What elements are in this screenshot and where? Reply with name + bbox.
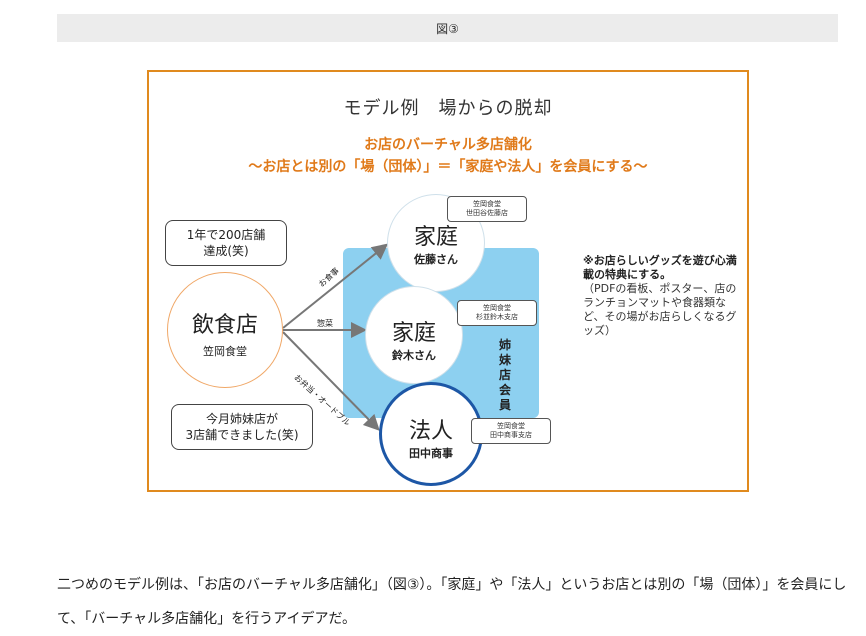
- node-corp-tanaka: 法人 田中商事: [379, 382, 483, 486]
- arrows: [282, 243, 389, 431]
- bonus-note: ※お店らしいグッズを遊び心満載の特典にする。 （PDFの看板、ポスター、店のラン…: [583, 254, 747, 338]
- bubble-top-line-2: 達成(笑): [203, 244, 249, 258]
- arrow-label-sozai: 惣菜: [317, 319, 333, 328]
- figure-subtitle-2: 〜お店とは別の「場（団体）」＝「家庭や法人」を会員にする〜: [248, 159, 648, 175]
- node-corp-tanaka-name: 法人: [408, 419, 453, 444]
- caption-text: 図③: [436, 22, 459, 36]
- node-home-sato-sub: 佐藤さん: [414, 253, 458, 266]
- restaurant-circle: 飲食店 笠岡食堂: [167, 272, 283, 388]
- body-paragraph: 二つめのモデル例は、「お店のバーチャル多店舗化」（図③）。「家庭」や「法人」とい…: [57, 577, 847, 627]
- node-home-sato-name: 家庭: [413, 225, 458, 250]
- tag-sato-line-2: 世田谷佐藤店: [466, 209, 508, 217]
- sister-store-label: 姉妹店会員: [498, 338, 511, 412]
- bonus-note-detail: （PDFの看板、ポスター、店のランチョンマットや食器類など、その場がお店らしくな…: [583, 282, 737, 337]
- caption-bar: 図③: [57, 14, 838, 42]
- node-home-suzuki-sub: 鈴木さん: [392, 349, 436, 362]
- figure: モデル例 場からの脱却 お店のバーチャル多店舗化 〜お店とは別の「場（団体）」＝…: [147, 70, 749, 492]
- figure-subtitle-1: お店のバーチャル多店舗化: [364, 137, 532, 153]
- arrow-to-home1: [282, 243, 389, 329]
- tag-sato: 笠岡食堂 世田谷佐藤店: [447, 196, 527, 222]
- speech-bubble-bottom: 今月姉妹店が 3店舗できました(笑): [171, 404, 313, 450]
- restaurant-name: 飲食店: [191, 313, 258, 338]
- tag-sato-line-1: 笠岡食堂: [473, 200, 501, 208]
- bubble-top-line-1: 1年で200店舗: [186, 228, 266, 242]
- tag-tanaka-line-1: 笠岡食堂: [497, 422, 525, 430]
- node-home-suzuki: 家庭 鈴木さん: [365, 286, 463, 384]
- bubble-bottom-line-1: 今月姉妹店が: [205, 412, 278, 426]
- figure-title: モデル例 場からの脱却: [343, 98, 553, 119]
- node-home-suzuki-name: 家庭: [391, 321, 436, 346]
- node-corp-tanaka-sub: 田中商事: [409, 447, 453, 460]
- speech-bubble-top: 1年で200店舗 達成(笑): [165, 220, 287, 266]
- tag-suzuki-line-2: 杉並鈴木支店: [476, 313, 518, 321]
- tag-tanaka-line-2: 田中商事支店: [490, 431, 532, 439]
- bubble-bottom-line-2: 3店舗できました(笑): [185, 428, 299, 442]
- tag-tanaka: 笠岡食堂 田中商事支店: [471, 418, 551, 444]
- restaurant-sub: 笠岡食堂: [203, 345, 247, 358]
- bonus-note-bold: ※お店らしいグッズを遊び心満載の特典にする。: [583, 254, 737, 281]
- arrow-to-corp: [282, 331, 380, 431]
- tag-suzuki-line-1: 笠岡食堂: [483, 304, 511, 312]
- tag-suzuki: 笠岡食堂 杉並鈴木支店: [457, 300, 537, 326]
